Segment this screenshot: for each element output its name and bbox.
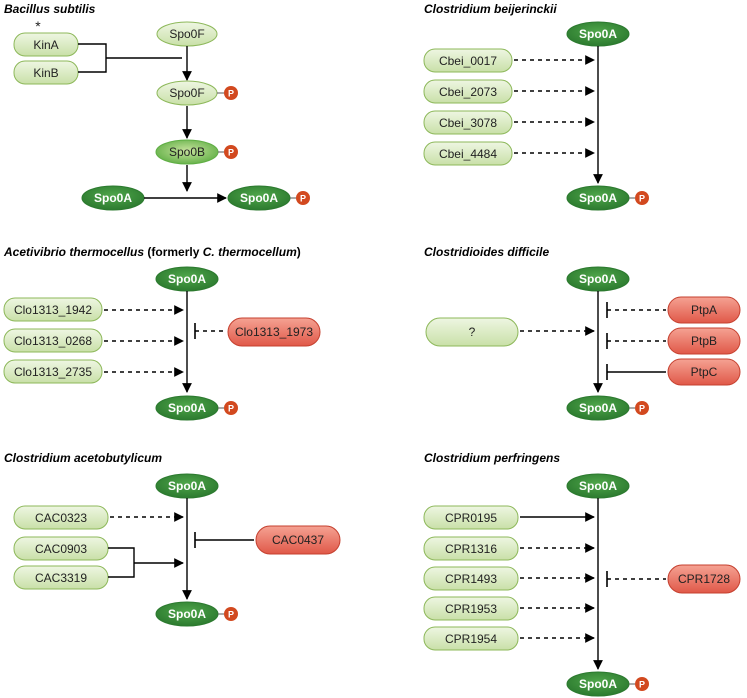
- kinase-bracket-line: [78, 43, 182, 73]
- spo0a-p-label: Spo0A: [240, 191, 278, 205]
- kinase-node: [423, 141, 513, 166]
- phosphatase-node: [255, 525, 341, 555]
- kinase-node: [423, 110, 513, 135]
- asterisk-marker: *: [35, 18, 41, 34]
- unknown-kinase-label: ?: [469, 325, 476, 339]
- kinase-label: Cbei_3078: [439, 116, 497, 130]
- phosphate-label: P: [639, 194, 645, 204]
- kinase-node: [423, 626, 519, 651]
- phosphatase-label: PtpC: [691, 365, 718, 379]
- spo0a-label: Spo0A: [168, 272, 206, 286]
- spo0a-label: Spo0A: [168, 479, 206, 493]
- panel-title: Clostridium beijerinckii: [424, 2, 557, 16]
- kinase-label: CPR1953: [445, 602, 497, 616]
- spo0a-label: Spo0A: [579, 27, 617, 41]
- phosphate-label: P: [228, 610, 234, 620]
- kinase-node: [423, 566, 519, 591]
- phosphatase-node: [227, 317, 321, 347]
- spo0a-p-label: Spo0A: [168, 607, 206, 621]
- phosphatase-node: [667, 327, 741, 355]
- kinase-node: [423, 596, 519, 621]
- unknown-kinase-node: [425, 317, 519, 347]
- phosphate-badge: [635, 677, 649, 691]
- kinase-label: CPR0195: [445, 511, 497, 525]
- kinase-node: [13, 505, 109, 530]
- spo0f-label: Spo0F: [169, 27, 204, 41]
- kinase-node: [423, 48, 513, 73]
- phosphate-label: P: [228, 89, 234, 99]
- panel-clostridium-beijerinckii: Clostridium beijerinckii Spo0A Cbei_0017…: [423, 2, 649, 211]
- spo0a-p-label: Spo0A: [579, 677, 617, 691]
- kinB-label: KinB: [33, 66, 58, 80]
- kinase-label: CAC3319: [35, 571, 87, 585]
- panel-title: Clostridioides difficile: [424, 245, 549, 259]
- kinase-label: CPR1954: [445, 632, 497, 646]
- spo0a-label: Spo0A: [94, 191, 132, 205]
- phosphatase-node: [667, 564, 741, 594]
- panel-title: Acetivibrio thermocellus (formerly C. th…: [3, 245, 301, 259]
- kinase-label: CPR1493: [445, 572, 497, 586]
- phosphatase-label: CPR1728: [678, 572, 730, 586]
- spo0a-label: Spo0A: [579, 272, 617, 286]
- panel-title: Clostridium perfringens: [424, 451, 560, 465]
- phosphatase-label: CAC0437: [272, 533, 324, 547]
- phosphatase-node: [667, 296, 741, 324]
- kinase-label: Cbei_2073: [439, 85, 497, 99]
- phosphate-badge: [224, 607, 238, 621]
- panel-bacillus-subtilis: Bacillus subtilis * KinA KinB Spo0F Spo0…: [4, 2, 310, 211]
- phosphate-label: P: [300, 194, 306, 204]
- phosphate-label: P: [228, 148, 234, 158]
- kinase-label: CAC0903: [35, 542, 87, 556]
- kinase-bracket-line: [108, 547, 183, 578]
- kinase-label: Cbei_4484: [439, 147, 497, 161]
- panel-clostridium-perfringens: Clostridium perfringens Spo0A CPR0195 CP…: [423, 451, 741, 697]
- kinase-node: [3, 328, 103, 353]
- kinase-node: [423, 79, 513, 104]
- kinase-node: [423, 505, 519, 530]
- kinase-node: [3, 297, 103, 322]
- phosphatase-label: Clo1313_1973: [235, 325, 313, 339]
- kinase-node: [3, 359, 103, 384]
- phosphate-badge: [224, 401, 238, 415]
- phosphatase-label: PtpA: [691, 303, 717, 317]
- spo0a-label: Spo0A: [579, 479, 617, 493]
- kinA-label: KinA: [33, 38, 58, 52]
- kinase-label: CPR1316: [445, 542, 497, 556]
- phosphate-label: P: [228, 404, 234, 414]
- phosphate-label: P: [639, 680, 645, 690]
- kinase-label: Cbei_0017: [439, 54, 497, 68]
- phosphate-badge: [635, 401, 649, 415]
- panel-title: Clostridium acetobutylicum: [4, 451, 162, 465]
- phosphate-badge: [635, 191, 649, 205]
- panel-clostridioides-difficile: Clostridioides difficile Spo0A ? PtpA Pt…: [424, 245, 741, 421]
- panel-title: Bacillus subtilis: [4, 2, 96, 16]
- spo0f-p-label: Spo0F: [169, 86, 204, 100]
- phosphatase-node: [667, 358, 741, 386]
- phosphatase-label: PtpB: [691, 334, 717, 348]
- phosphate-badge: [224, 145, 238, 159]
- panel-acetivibrio-thermocellus: Acetivibrio thermocellus (formerly C. th…: [3, 245, 321, 421]
- phosphate-label: P: [639, 404, 645, 414]
- spo0a-p-label: Spo0A: [168, 401, 206, 415]
- kinase-label: Clo1313_0268: [14, 334, 92, 348]
- spo0b-label: Spo0B: [169, 145, 205, 159]
- kinase-node: [423, 536, 519, 561]
- phosphate-badge: [224, 86, 238, 100]
- spo0a-p-label: Spo0A: [579, 191, 617, 205]
- kinase-label: Clo1313_1942: [14, 303, 92, 317]
- spo0a-p-label: Spo0A: [579, 401, 617, 415]
- phosphate-badge: [296, 191, 310, 205]
- kinase-label: CAC0323: [35, 511, 87, 525]
- panel-clostridium-acetobutylicum: Clostridium acetobutylicum Spo0A CAC0323…: [4, 451, 341, 627]
- kinase-label: Clo1313_2735: [14, 365, 92, 379]
